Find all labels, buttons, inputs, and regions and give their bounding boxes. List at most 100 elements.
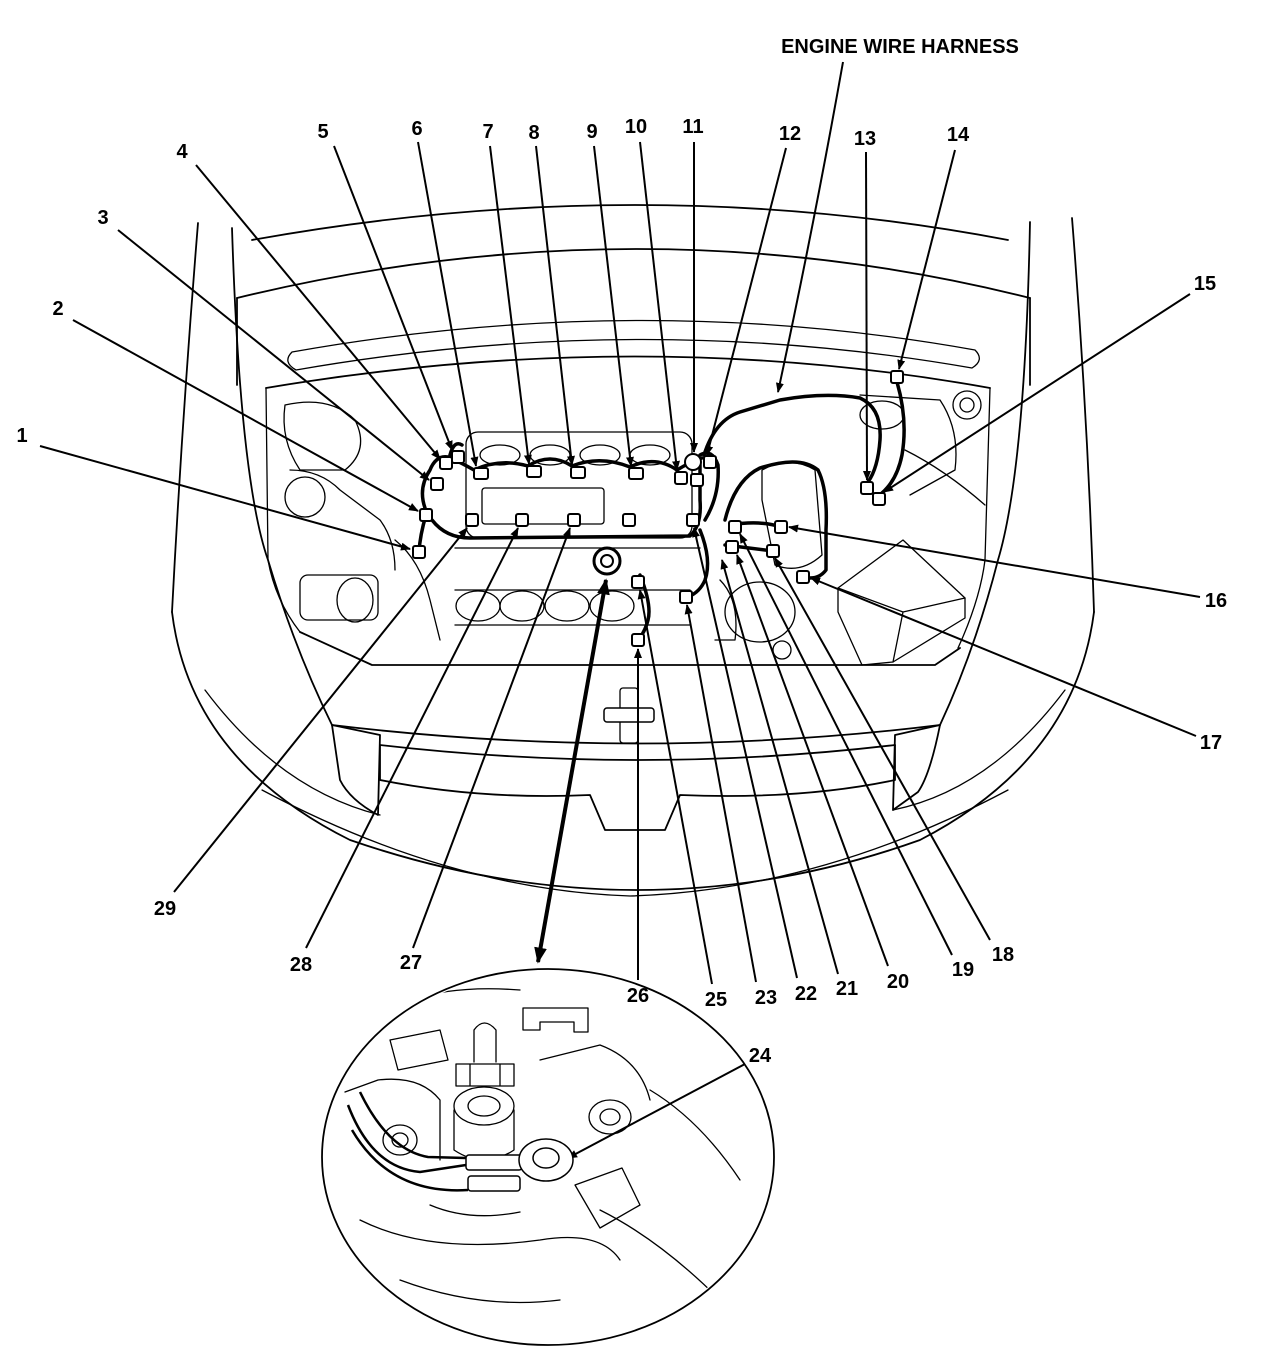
callout-number-13: 13 xyxy=(854,128,876,150)
inset-cable-upper xyxy=(346,1104,467,1174)
leader-line-29 xyxy=(173,527,468,893)
callout-number-29: 29 xyxy=(154,898,176,920)
abs-modulator xyxy=(724,581,796,643)
callout-number-22: 22 xyxy=(795,983,817,1005)
leader-line-24 xyxy=(567,1063,746,1159)
inset-block-left xyxy=(389,1029,449,1071)
connector-extra xyxy=(622,513,636,527)
engine-bay-rear-edge xyxy=(265,355,991,389)
vehicle-body-outline xyxy=(171,204,1095,897)
inset-right-block xyxy=(574,1167,641,1229)
right-bay-line xyxy=(904,449,986,506)
harness-branch-14 xyxy=(880,380,906,495)
inset-right-contour xyxy=(539,1044,651,1101)
callout-number-4: 4 xyxy=(176,141,188,163)
connector-10 xyxy=(674,471,688,485)
inset-terminal-lug-lower xyxy=(467,1175,521,1192)
harness-branch-6 xyxy=(448,442,464,457)
connector-29 xyxy=(465,513,479,527)
connector-28 xyxy=(515,513,529,527)
connector-2 xyxy=(419,508,433,522)
leader-line-5 xyxy=(333,145,453,451)
battery-top-edges xyxy=(837,587,966,663)
callout-number-7: 7 xyxy=(482,121,493,143)
inset-left-protrusion xyxy=(344,1078,441,1161)
inset-right-contour-2 xyxy=(649,1089,741,1181)
leader-line-13 xyxy=(862,151,871,481)
connector-13 xyxy=(860,481,874,495)
inset-left-boss-hole xyxy=(391,1132,409,1148)
callout-number-17: 17 xyxy=(1200,732,1222,754)
detail-inset-contents xyxy=(344,988,741,1304)
coil-well-3 xyxy=(579,444,621,466)
right-strut-area xyxy=(859,394,957,496)
inset-left-boss xyxy=(382,1124,418,1156)
valve-cover-label-plate xyxy=(481,487,605,525)
inset-ground-terminal-bolt xyxy=(532,1147,560,1169)
leader-line-9 xyxy=(593,145,634,467)
leader-line-1 xyxy=(39,445,411,551)
leader-line-4 xyxy=(195,164,441,460)
left-component-round xyxy=(284,476,326,518)
inset-bracket xyxy=(522,1007,589,1033)
callout-number-15: 15 xyxy=(1194,273,1216,295)
oil-filler-cap xyxy=(592,546,622,576)
callout-number-2: 2 xyxy=(52,298,63,320)
leader-line-20 xyxy=(736,554,889,967)
right-fender-seam xyxy=(939,221,1031,726)
callout-number-19: 19 xyxy=(952,959,974,981)
callout-number-8: 8 xyxy=(528,122,539,144)
callout-number-12: 12 xyxy=(779,123,801,145)
leader-line-2 xyxy=(72,319,419,512)
callout-number-28: 28 xyxy=(290,954,312,976)
harness-branch-23 xyxy=(686,528,710,599)
right-headlight xyxy=(892,724,941,811)
inset-lower-contour-1 xyxy=(359,1219,621,1261)
oil-filler-cap-center xyxy=(600,554,614,568)
air-intake-tube xyxy=(336,577,374,623)
callout-number-24: 24 xyxy=(749,1045,772,1067)
connector-26 xyxy=(631,633,645,647)
hood-front-edge xyxy=(331,724,941,745)
inset-stud-shaft xyxy=(473,1022,497,1063)
harness-upper-run xyxy=(420,455,704,510)
callout-number-10: 10 xyxy=(625,116,647,138)
inset-cable-upper-edge xyxy=(358,1091,467,1160)
brake-line xyxy=(714,579,737,641)
intake-runner-3 xyxy=(544,590,590,622)
callout-number-27: 27 xyxy=(400,952,422,974)
connector-5 xyxy=(451,450,465,464)
inset-washer-hole xyxy=(467,1095,501,1117)
callout-number-3: 3 xyxy=(97,207,108,229)
connector-23 xyxy=(679,590,693,604)
radiator-support xyxy=(299,631,961,666)
engine-bay-left-wall xyxy=(265,387,301,633)
leader-line-25 xyxy=(637,589,713,985)
leader-line-23 xyxy=(684,604,757,983)
leader-line-18 xyxy=(774,557,991,941)
connector-25 xyxy=(631,575,645,589)
connector-14 xyxy=(890,370,904,384)
inset-lower-contour-3 xyxy=(599,1209,721,1301)
leader-line-6 xyxy=(417,141,479,467)
connector-9 xyxy=(628,467,644,480)
left-headlight xyxy=(331,724,381,816)
leader-line-15 xyxy=(883,293,1191,493)
bumper-left-line xyxy=(204,689,381,816)
air-intake-box xyxy=(299,574,379,621)
callout-number-25: 25 xyxy=(705,989,727,1011)
bumper-outer-edge xyxy=(171,611,1095,891)
callout-number-18: 18 xyxy=(992,944,1014,966)
grille-outline xyxy=(379,744,896,831)
battery xyxy=(837,539,966,666)
detail-view-arrow xyxy=(534,578,610,964)
brake-reservoir-cap xyxy=(952,390,982,420)
connector-3 xyxy=(430,477,444,491)
diagram-labels: ENGINE WIRE HARNESS 1 2 3 4 5 6 7 8 9 10… xyxy=(16,36,1227,1067)
connector-17 xyxy=(796,570,810,584)
brake-reservoir-cap-inner xyxy=(959,397,975,413)
connector-7 xyxy=(526,465,542,478)
connector-20 xyxy=(725,540,739,554)
callout-number-14: 14 xyxy=(947,124,970,146)
bumper-lower-line xyxy=(261,789,1009,897)
